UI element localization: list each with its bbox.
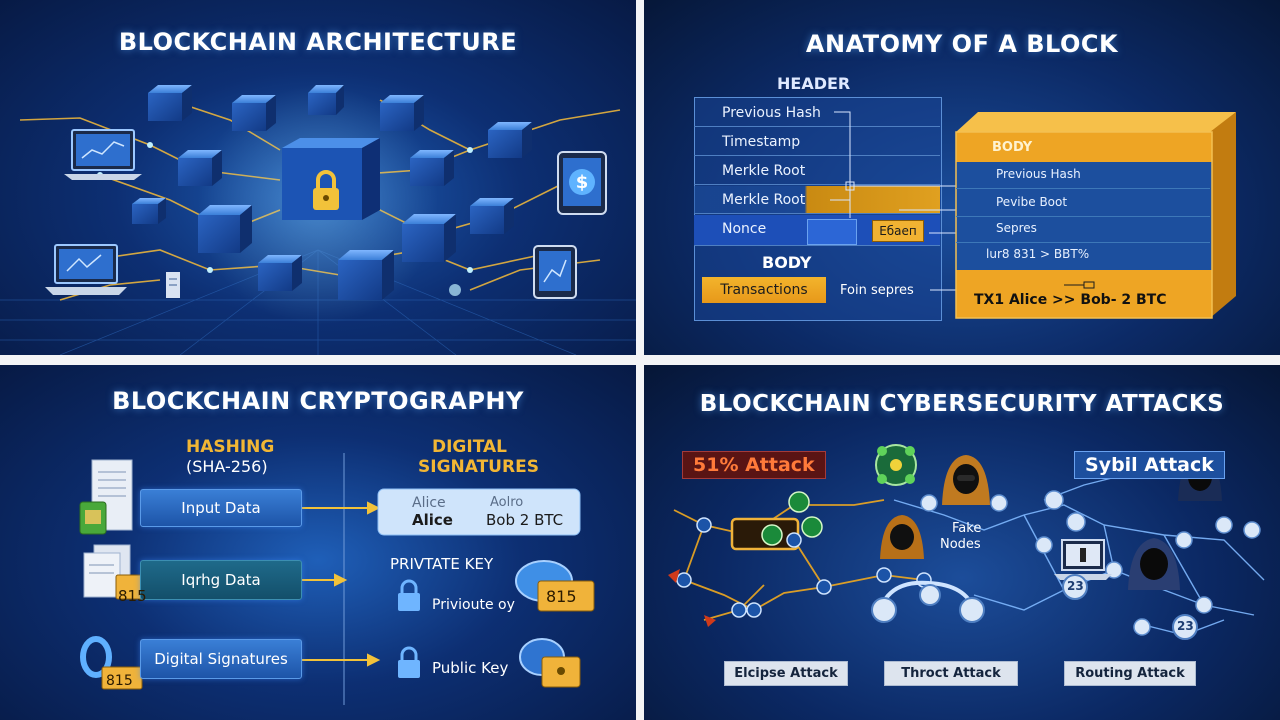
msg-line1-right: Aolro [490,495,524,510]
eclipse-ring [878,580,976,611]
panel-title: BLOCKCHAIN ARCHITECTURE [118,28,518,56]
cloud-badge: 815 [546,587,577,606]
panel-blockchain-architecture: $ BLOCKCHAIN ARCHITECTURE [0,0,636,355]
eclipse-attack-tag: Elcipse Attack [724,661,848,686]
hashing-sub: (SHA-256) [186,457,268,476]
node-23b-label: 23 [1177,619,1194,633]
central-locked-block [282,138,380,220]
green-hub-icon [875,444,917,486]
body-row-bbt: lur8 831 > BBT% [986,247,1090,261]
architecture-network-diagram: $ [0,85,636,355]
header-row-merkle-root: Merkle Root [694,157,940,185]
hacker-icon [1128,538,1180,590]
laptop-icon [45,244,127,295]
panel-cybersecurity-attacks: BLOCKCHAIN CYBERSECURITY ATTACKS [644,365,1280,720]
key-badge: 815 [106,673,133,689]
tx-side-label: Foin sepres [840,283,914,298]
key-icon [80,636,143,690]
body-row-sepres: Sepres [956,216,1210,243]
hacker-icon [880,515,924,559]
panel-title: BLOCKCHAIN CYBERSECURITY ATTACKS [699,391,1225,417]
server-icon [166,272,180,298]
padlock-gold-icon [519,638,581,688]
routing-attack-tag: Routing Attack [1064,661,1196,686]
phone-icon [533,245,577,299]
hacker-icon [942,455,990,505]
node-23b [1172,614,1198,640]
doc-badge: 815 [118,587,147,605]
header-row-merkle-root-2: Merkle Root [694,186,940,214]
fake-nodes-label-2: Nodes [940,537,981,552]
throct-attack-tag: Throct Attack [884,661,1018,686]
body-label-left: BODY [762,253,812,272]
sybil-label: Sybil Attack [1074,451,1225,479]
msg-line1-left: Alice [412,495,446,511]
header-label: HEADER [777,74,851,93]
digital-signatures-box: Digital Signatures [140,639,302,679]
signatures-title-1: DIGITAL [432,437,507,457]
private-key-label: Privioute oy [432,597,515,613]
private-key-title: PRIVTATE KEY [390,555,494,573]
panel-title: ANATOMY OF A BLOCK [805,30,1119,58]
hashing-title: HASHING [186,437,275,457]
document-sim-icon [79,459,133,535]
header-row-previous-hash: Previous Hash [694,99,940,127]
body-row-pevibe-boot: Pevibe Boot [956,190,1210,217]
padlock-icon [398,579,420,611]
public-key-label: Public Key [432,659,509,677]
attack-network-diagram [668,444,1265,640]
body-label-right: BODY [992,140,1033,155]
padlock-icon [398,646,420,678]
panel-blockchain-cryptography: BLOCKCHAIN CRYPTOGRAPHY HASHING (SHA-256… [0,365,636,720]
cryptography-diagram [79,453,595,705]
signatures-title-2: SIGNATURES [418,457,539,477]
transactions-box: Transactions [702,277,826,303]
msg-line2-left: Alice [412,511,453,529]
tablet-dollar-icon: $ [557,151,607,215]
cloud-lock-icon [515,560,595,612]
panel-title: BLOCKCHAIN CRYPTOGRAPHY [112,387,524,415]
tx-example: TX1 Alice >> Bob- 2 BTC [974,292,1167,308]
laptop-icon [1054,539,1112,580]
laptop-icon [64,129,142,180]
header-row-timestamp: Timestamp [694,128,940,156]
node-23a-label: 23 [1067,579,1084,593]
iqrhg-data-box: Iqrhg Data [140,560,302,600]
block-cubes [132,85,532,300]
panel-anatomy-of-block: ANATOMY OF A BLOCK HEADER Previous Hash … [644,0,1280,355]
node-23a [1062,574,1088,600]
fake-nodes-label-1: Fake [952,521,982,536]
body-row-previous-hash: Previous Hash [956,162,1210,189]
input-data-box: Input Data [140,489,302,527]
nonce-value-box: Eбaeп [872,220,924,242]
msg-line2-right: Bob 2 BTC [486,511,564,529]
nonce-blue-box [807,219,857,245]
svg-text:$: $ [576,172,589,193]
attack-51-label: 51% Attack [682,451,826,479]
